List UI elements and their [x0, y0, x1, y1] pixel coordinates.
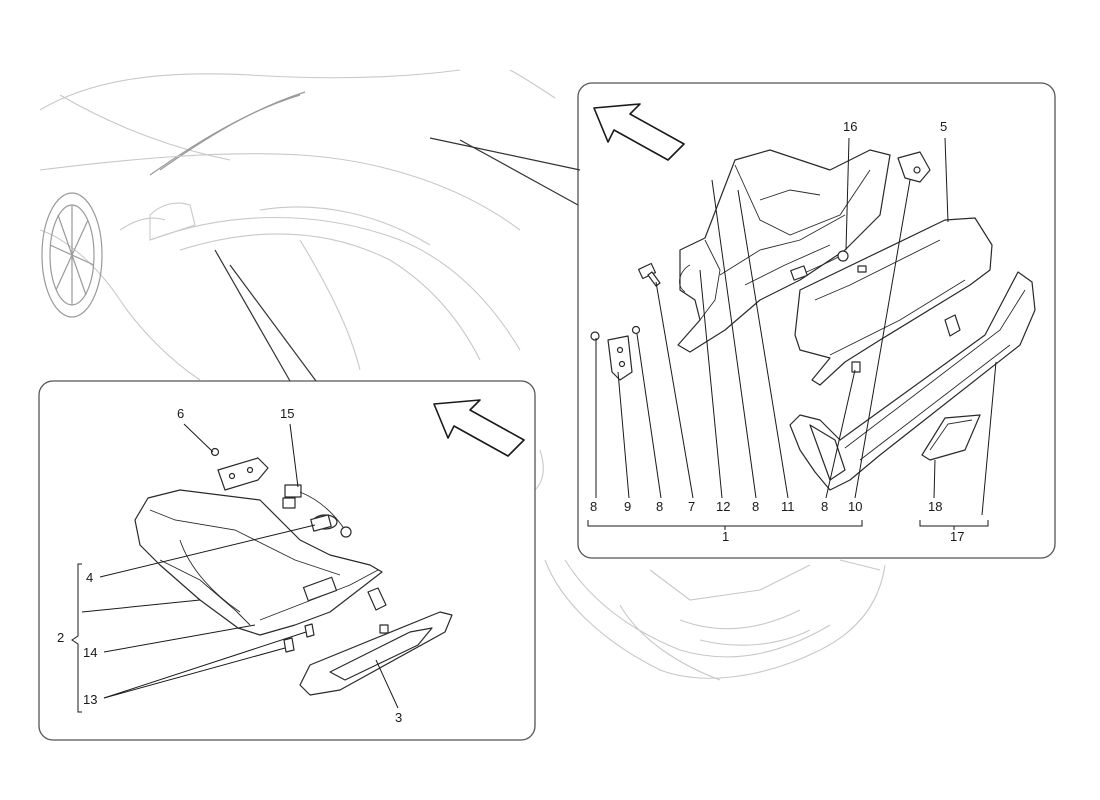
- lamp-4: [310, 514, 338, 532]
- label-6: 6: [177, 406, 184, 421]
- left-callout-panel: 6 15 4 2 14 13 3: [38, 249, 536, 741]
- label-8: 8: [752, 499, 759, 514]
- glovebox-door-17: [789, 271, 1036, 491]
- label-5: 5: [940, 119, 947, 134]
- screw-icon: [304, 623, 315, 638]
- glovebox-body: [134, 489, 383, 636]
- screw-icon: [631, 325, 641, 335]
- label-7: 7: [688, 499, 695, 514]
- direction-arrow-icon: [433, 399, 525, 457]
- label-17: 17: [950, 529, 964, 544]
- label-14: 14: [83, 645, 97, 660]
- label-9: 9: [624, 499, 631, 514]
- group-bracket-2: [71, 563, 82, 713]
- label-15: 15: [280, 406, 294, 421]
- label-4: 4: [86, 570, 93, 585]
- wiring-harness-16: [790, 250, 849, 281]
- glovebox-cover-5: [794, 217, 993, 386]
- bracket-6: [210, 447, 269, 491]
- callout-pointer-right: [429, 137, 581, 171]
- wiring-harness-15: [282, 484, 352, 538]
- label-8: 8: [656, 499, 663, 514]
- leader-lines-left: [81, 423, 399, 709]
- label-11: 11: [781, 499, 795, 514]
- label-8: 8: [821, 499, 828, 514]
- leader-lines-right: [595, 137, 997, 516]
- label-10: 10: [848, 499, 862, 514]
- screw-icon: [851, 361, 861, 373]
- label-8: 8: [590, 499, 597, 514]
- label-13: 13: [83, 692, 97, 707]
- direction-arrow-icon: [593, 103, 685, 161]
- lock-18: [921, 414, 981, 461]
- label-3: 3: [395, 710, 402, 725]
- bolt-icon: [637, 262, 661, 287]
- label-2: 2: [57, 630, 64, 645]
- right-callout-panel: 16 5 8 9 8 7 12 8 11 8 10 18 1 17: [429, 82, 1056, 559]
- glovebox-door-3: [299, 611, 453, 696]
- label-16: 16: [843, 119, 857, 134]
- bracket-9: [607, 335, 633, 381]
- callout-pointer-left: [214, 249, 291, 382]
- screw-icon: [283, 637, 295, 653]
- bracket-10: [897, 151, 931, 183]
- car-outline: [39, 69, 886, 681]
- label-1: 1: [722, 529, 729, 544]
- label-12: 12: [716, 499, 730, 514]
- striker: [367, 587, 389, 634]
- clip-icon: [590, 331, 600, 341]
- label-18: 18: [928, 499, 942, 514]
